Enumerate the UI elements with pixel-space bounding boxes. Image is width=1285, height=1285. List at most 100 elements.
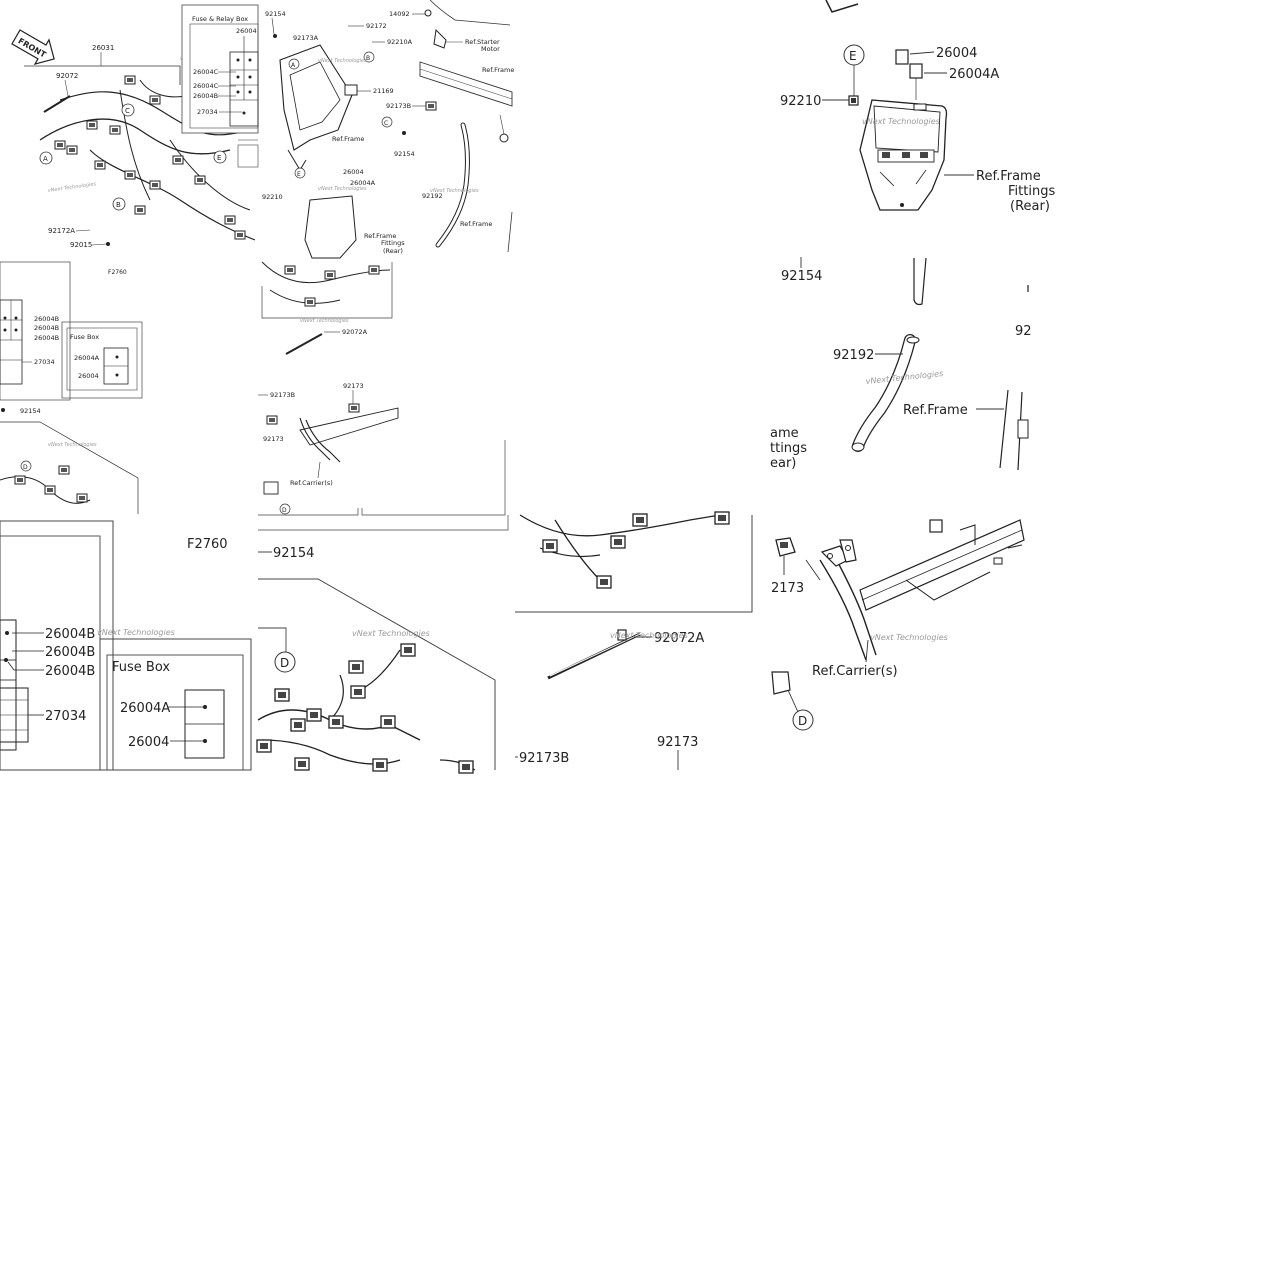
t2-ref-fit-3: (Rear) [383, 247, 403, 255]
t2-label-92173b: 92173B [386, 102, 411, 110]
hd-watermark: vNext Technologies [352, 629, 430, 638]
callout-b: B [116, 201, 121, 209]
c-ref-carrier: Ref.Carrier(s) [812, 664, 898, 679]
tie-label-92173: 92173 [657, 735, 698, 750]
h-ref-fit-partial-1: ame [770, 426, 799, 441]
label-92072: 92072 [56, 72, 78, 80]
ecu-ref-fit-3: (Rear) [1010, 199, 1050, 214]
h-ref-frame: Ref.Frame [903, 403, 968, 418]
tile-tie-band: 92072A vNext Technologies 92173B 92173 [515, 511, 753, 770]
fb-s-title: Fuse Box [70, 333, 99, 341]
t2-label-92154-b: 92154 [394, 150, 415, 158]
t5-ref-carrier: Ref.Carrier(s) [290, 479, 333, 487]
frb-label-26004c-1: 26004C [193, 68, 219, 76]
tile-fuse-box-small: 26004B 26004B 26004B 27034 Fuse Box 2600… [0, 261, 143, 514]
tile-harness-small: vNext Technologies 92072A 92173B 92173 9… [258, 261, 509, 531]
t2-label-92173a: 92173A [293, 34, 319, 42]
fb-s-26004b-2: 26004B [34, 324, 59, 332]
t2-watermark-3: vNext Technologies [318, 186, 367, 192]
t2-label-92210: 92210 [262, 193, 283, 201]
frb-label-26004b: 26004B [193, 92, 218, 100]
t2-label-92210a: 92210A [387, 38, 413, 46]
ecu-ref-fit-2: Fittings [1008, 184, 1055, 199]
t2-ref-starter-1: Ref.Starter [465, 38, 500, 46]
t2-ref-starter-2: Motor [481, 45, 500, 53]
ecu-label-26004: 26004 [936, 46, 977, 61]
t2-ref-frame-low: Ref.Frame [460, 220, 492, 228]
h-ref-fit-partial-3: ear) [770, 456, 796, 471]
t5-label-92173-2: 92173 [263, 435, 284, 443]
t2-label-26004a: 26004A [350, 179, 376, 187]
fb-l-27034: 27034 [45, 709, 86, 724]
t2-callout-c: C [384, 120, 388, 127]
tie-watermark: vNext Technologies [610, 631, 688, 640]
tie-label-92072a: 92072A [654, 631, 704, 646]
fb-l-26004: 26004 [128, 735, 169, 750]
fuse-relay-box-title: Fuse & Relay Box [192, 15, 248, 23]
t5-callout-d: D [282, 507, 287, 514]
fb-s-26004: 26004 [78, 372, 99, 380]
label-92172a: 92172A [48, 227, 75, 235]
hd-label-92154: 92154 [273, 546, 314, 561]
callout-c: C [125, 107, 130, 115]
frb-label-26004c-2: 26004C [193, 82, 219, 90]
ecu-ref-fit-1: Ref.Frame [976, 169, 1041, 184]
figure-code-small: F2760 [108, 269, 127, 276]
callout-a: A [43, 155, 48, 163]
fb-l-26004b-2: 26004B [45, 645, 95, 660]
t2-label-92154: 92154 [265, 10, 286, 18]
fb-s-26004b-3: 26004B [34, 334, 59, 342]
c-watermark: vNext Technologies [870, 633, 948, 642]
t2-callout-a: A [291, 62, 296, 69]
t2-ref-frame-top: Ref.Frame [482, 66, 514, 74]
ecu-callout-e: E [849, 49, 857, 63]
figure-code-large: F2760 [187, 537, 228, 552]
fb-s-26004b-1: 26004B [34, 315, 59, 323]
t4-label-92154: 92154 [20, 407, 41, 415]
tie-label-92173b: 92173B [519, 751, 569, 766]
h-label-92154: 92154 [781, 269, 822, 284]
t2-label-92192: 92192 [422, 192, 443, 200]
fb-l-26004b-3: 26004B [45, 664, 95, 679]
frb-label-26004: 26004 [236, 27, 257, 35]
t4-watermark: vNext Technologies [48, 442, 97, 448]
label-92015: 92015 [70, 241, 92, 249]
tile-main-harness: FRONT 26031 92072 A C B E 92172A [11, 4, 259, 276]
t5-label-92173-1: 92173 [343, 382, 364, 390]
tile-fuse-box-large: 26004B 26004B 26004B 27034 F2760 Fuse Bo… [0, 520, 252, 771]
t2-ref-fit-2: Fittings [381, 239, 405, 247]
t2-label-26004: 26004 [343, 168, 364, 176]
c-callout-d: D [798, 714, 807, 728]
fb-l-26004b-1: 26004B [45, 627, 95, 642]
ecu-label-26004a: 26004A [949, 67, 999, 82]
t2-callout-e: E [297, 171, 301, 178]
front-arrow-icon: FRONT [11, 29, 55, 66]
watermark-1: vNext Technologies [47, 181, 96, 194]
t2-callout-b: B [366, 55, 370, 62]
t2-label-21169: 21169 [373, 87, 394, 95]
t5-label-92072a: 92072A [342, 328, 368, 336]
tile-harness-large: 92154 D vNext Technologies [256, 546, 496, 774]
h-label-92192: 92192 [833, 348, 874, 363]
callout-e: E [217, 154, 221, 162]
t2-ref-frame-mid: Ref.Frame [332, 135, 364, 143]
tile-carrier-large: 2173 Ref.Carrier(s) D vNext Technologies [771, 519, 1025, 731]
t2-label-92172: 92172 [366, 22, 387, 30]
fb-l-watermark: vNext Technologies [97, 628, 175, 637]
ecu-watermark: vNext Technologies [862, 117, 940, 126]
label-26031: 26031 [92, 44, 114, 52]
t5-label-92173b: 92173B [270, 391, 295, 399]
t2-label-14092: 14092 [389, 10, 410, 18]
tile-bracket-small: 92154 92173A 92172 92210A 21169 14092 Re… [262, 0, 514, 259]
ecu-label-92210: 92210 [780, 94, 821, 109]
tile-ecu-large: E 92210 26004 26004A Ref.Frame Fittings … [780, 0, 1055, 214]
fb-l-26004a: 26004A [120, 701, 170, 716]
h-ref-fit-partial-2: ttings [770, 441, 807, 456]
fb-l-title: Fuse Box [112, 660, 170, 675]
fb-s-27034: 27034 [34, 358, 55, 366]
frb-label-27034: 27034 [197, 108, 218, 116]
t2-ref-fit-1: Ref.Frame [364, 232, 396, 240]
t2-watermark-1: vNext Technologies [318, 58, 367, 64]
c-label-92173-partial: 2173 [771, 581, 804, 596]
